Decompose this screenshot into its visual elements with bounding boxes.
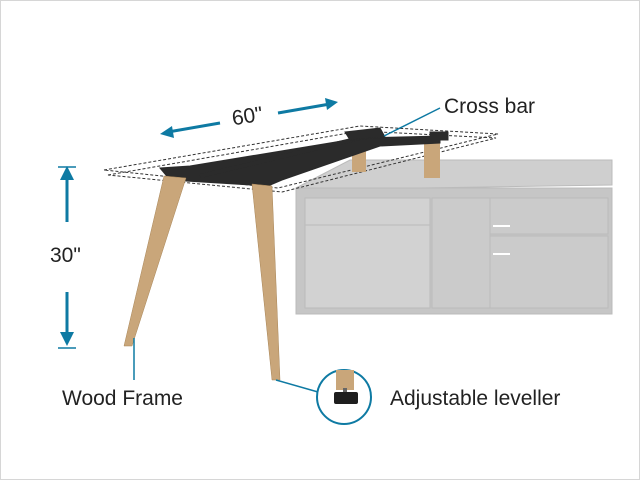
leveller-detail-circle	[316, 369, 372, 425]
wood-front-legs	[123, 175, 281, 381]
credenza-cabinet	[295, 159, 613, 315]
steel-frame	[158, 127, 449, 187]
callout-lines	[133, 107, 441, 393]
cross-bar-label: Cross bar	[444, 95, 536, 118]
wood-frame-label: Wood Frame	[62, 387, 183, 410]
width-dimension-label: 60"	[230, 102, 265, 131]
dimension-arrows	[58, 98, 338, 349]
height-dimension-label: 30"	[50, 244, 81, 267]
adjustable-leveller-label: Adjustable leveller	[390, 387, 561, 410]
